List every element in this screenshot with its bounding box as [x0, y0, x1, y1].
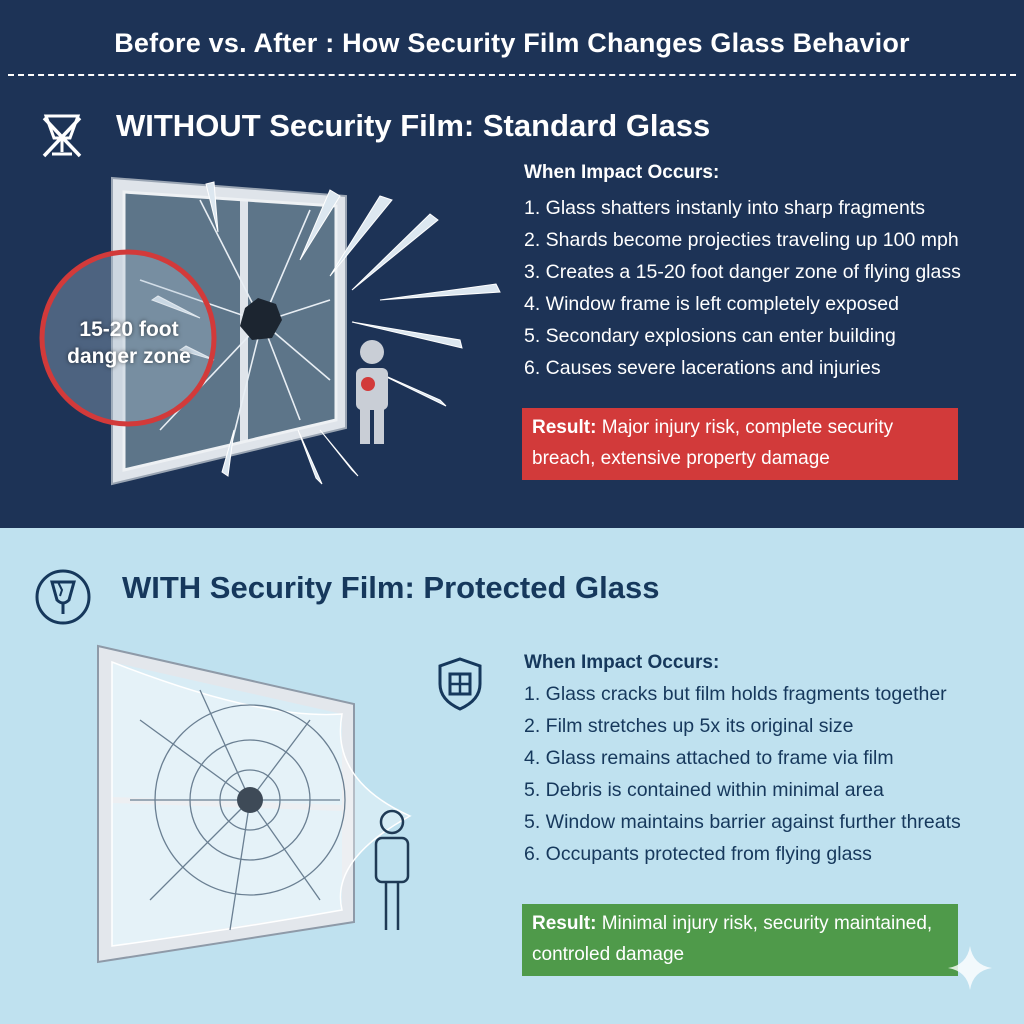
with-result-box: Result: Minimal injury risk, security ma…	[522, 904, 958, 976]
title-divider	[8, 74, 1016, 76]
shield-window-icon	[438, 657, 482, 711]
list-item: 5. Secondary explosions can enter buildi…	[524, 325, 896, 347]
danger-zone-line2: danger zone	[67, 345, 191, 368]
list-item: 5. Debris is contained within minimal ar…	[524, 779, 884, 801]
sparkle-icon	[948, 946, 992, 990]
glass-shield-icon	[35, 569, 91, 625]
list-item: 1. Glass shatters instanly into sharp fr…	[524, 197, 926, 219]
without-heading: WITHOUT Security Film: Standard Glass	[116, 108, 711, 143]
without-list-title: When Impact Occurs:	[524, 162, 720, 183]
page-title: Before vs. After : How Security Film Cha…	[114, 28, 910, 58]
list-item: 4. Glass remains attached to frame via f…	[524, 747, 894, 769]
result-label: Result:	[532, 417, 597, 438]
danger-zone-label: 15-20 foot danger zone	[46, 316, 212, 370]
without-impact-list: 1. Glass shatters instanly into sharp fr…	[524, 192, 961, 384]
shattered-window-illustration	[39, 176, 501, 486]
protected-window-illustration	[97, 644, 412, 964]
list-item: 2. Film stretches up 5x its original siz…	[524, 715, 854, 737]
list-item: 6. Occupants protected from flying glass	[524, 843, 872, 865]
list-item: 3. Creates a 15-20 foot danger zone of f…	[524, 261, 961, 283]
list-item: 5. Window maintains barrier against furt…	[524, 811, 961, 833]
with-heading: WITH Security Film: Protected Glass	[122, 570, 660, 605]
result-text: Major injury risk, complete security bre…	[532, 417, 894, 469]
with-impact-list: 1. Glass cracks but film holds fragments…	[524, 678, 961, 870]
result-label: Result:	[532, 913, 597, 934]
list-item: 1. Glass cracks but film holds fragments…	[524, 683, 947, 705]
list-item: 2. Shards become projecties traveling up…	[524, 229, 959, 251]
without-result-box: Result: Major injury risk, complete secu…	[522, 408, 958, 480]
danger-zone-line1: 15-20 foot	[79, 318, 179, 341]
result-text: Minimal injury risk, security maintained…	[532, 913, 933, 965]
list-item: 4. Window frame is left completely expos…	[524, 293, 899, 315]
with-list-title: When Impact Occurs:	[524, 652, 720, 673]
broken-glass-icon	[42, 114, 82, 158]
list-item: 6. Causes severe lacerations and injurie…	[524, 357, 881, 379]
